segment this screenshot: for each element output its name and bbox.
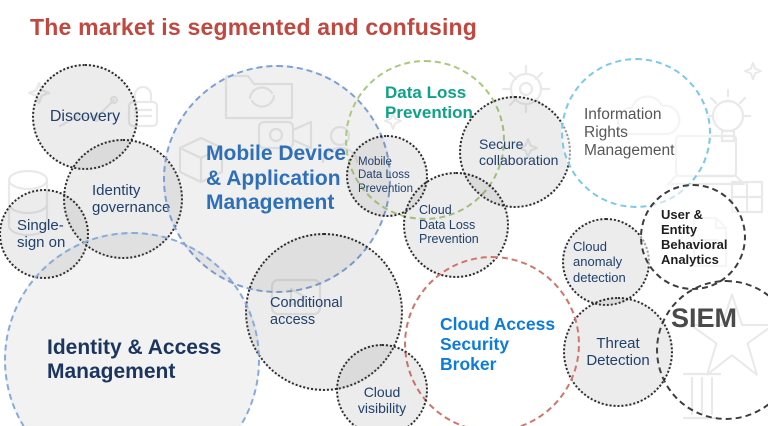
bubble-label: Threat Detection bbox=[586, 334, 650, 369]
bubble-cloud-anomaly-detection: Cloud anomaly detection bbox=[562, 218, 650, 306]
bubble-label: Secure collaboration bbox=[479, 135, 559, 168]
bubble-label: SIEM bbox=[671, 303, 738, 333]
bubble-label: Discovery bbox=[49, 107, 121, 125]
bubble-label: User & Entity Behavioral Analytics bbox=[661, 206, 728, 268]
bubble-data-loss-prevention: Data Loss Prevention bbox=[345, 60, 505, 220]
slide-title: The market is segmented and confusing bbox=[30, 14, 478, 40]
lightbulb-icon bbox=[702, 86, 754, 164]
bubble-label: Identity governance bbox=[92, 181, 171, 216]
bubble-user-entity-behavioral-analytics: User & Entity Behavioral Analytics bbox=[640, 184, 746, 290]
bubble-label: Mobile Data Loss Prevention bbox=[358, 156, 413, 195]
bubble-identity-access-management: Identity & Access Management bbox=[4, 232, 260, 426]
bubble-label: Identity & Access Management bbox=[47, 335, 222, 383]
bubble-threat-detection: Threat Detection bbox=[563, 297, 673, 407]
sparkle-icon bbox=[744, 62, 762, 80]
bubble-label: Information Rights Management bbox=[584, 106, 675, 159]
bubble-label: Cloud Access Security Broker bbox=[440, 313, 556, 375]
bubble-label: Single- sign on bbox=[17, 216, 66, 251]
bubble-label: Cloud Data Loss Prevention bbox=[419, 203, 479, 247]
grid-icon bbox=[728, 178, 766, 216]
bubble-label: Data Loss Prevention bbox=[385, 83, 473, 122]
bubble-information-rights-management: Information Rights Management bbox=[561, 58, 711, 208]
bubble-label: Mobile Device & Application Management bbox=[206, 142, 347, 215]
bubble-label: Cloud visibility bbox=[357, 383, 407, 416]
bubble-cloud-access-security-broker: Cloud Access Security Broker bbox=[404, 256, 580, 426]
bubble-cloud-visibility: Cloud visibility bbox=[336, 344, 428, 426]
bubble-label: Conditional access bbox=[270, 295, 343, 328]
bubble-label: Cloud anomaly detection bbox=[573, 239, 626, 285]
